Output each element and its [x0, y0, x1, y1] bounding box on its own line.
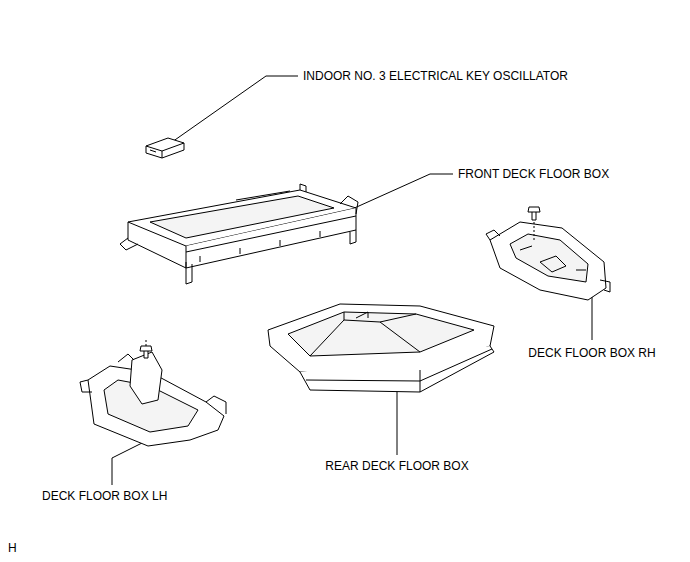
leader-line	[172, 76, 298, 142]
tray-detail	[356, 312, 368, 318]
leader-line	[397, 385, 398, 455]
part-name: DECK FLOOR BOX RH	[528, 346, 655, 360]
box-legs	[120, 196, 358, 284]
part-name: REAR DECK FLOOR BOX	[325, 459, 468, 473]
deck-floor-box-rh	[486, 207, 610, 300]
front-deck-floor-box	[120, 184, 358, 284]
rear-deck-floor-box	[268, 304, 494, 392]
figure-code: H	[8, 541, 17, 555]
leader-line	[350, 174, 453, 210]
part-name: FRONT DECK FLOOR BOX	[458, 167, 609, 181]
box-tab	[486, 230, 610, 292]
box-rim	[236, 184, 306, 200]
box-post	[130, 352, 162, 404]
box-tab	[80, 354, 226, 414]
deck-floor-box-lh	[80, 340, 226, 446]
part-name: INDOOR NO. 3 ELECTRICAL KEY OSCILLATOR	[303, 69, 568, 83]
tray-divider	[310, 312, 420, 356]
oscillator-detail	[150, 150, 156, 152]
bolt	[140, 346, 152, 358]
box-well	[510, 234, 588, 282]
oscillator-body	[146, 138, 184, 158]
part-name: DECK FLOOR BOX LH	[42, 489, 167, 503]
tray-lip-edge	[306, 349, 492, 381]
box-detail	[520, 246, 586, 272]
bolt	[528, 207, 540, 220]
box-body	[490, 222, 606, 300]
oscillator-edge	[146, 143, 184, 158]
box-ribs	[186, 216, 356, 262]
bolt-axis	[534, 218, 535, 240]
tray-lip	[300, 346, 494, 392]
tray-floor	[288, 312, 474, 356]
box-side	[186, 208, 356, 268]
key-oscillator	[146, 138, 184, 158]
